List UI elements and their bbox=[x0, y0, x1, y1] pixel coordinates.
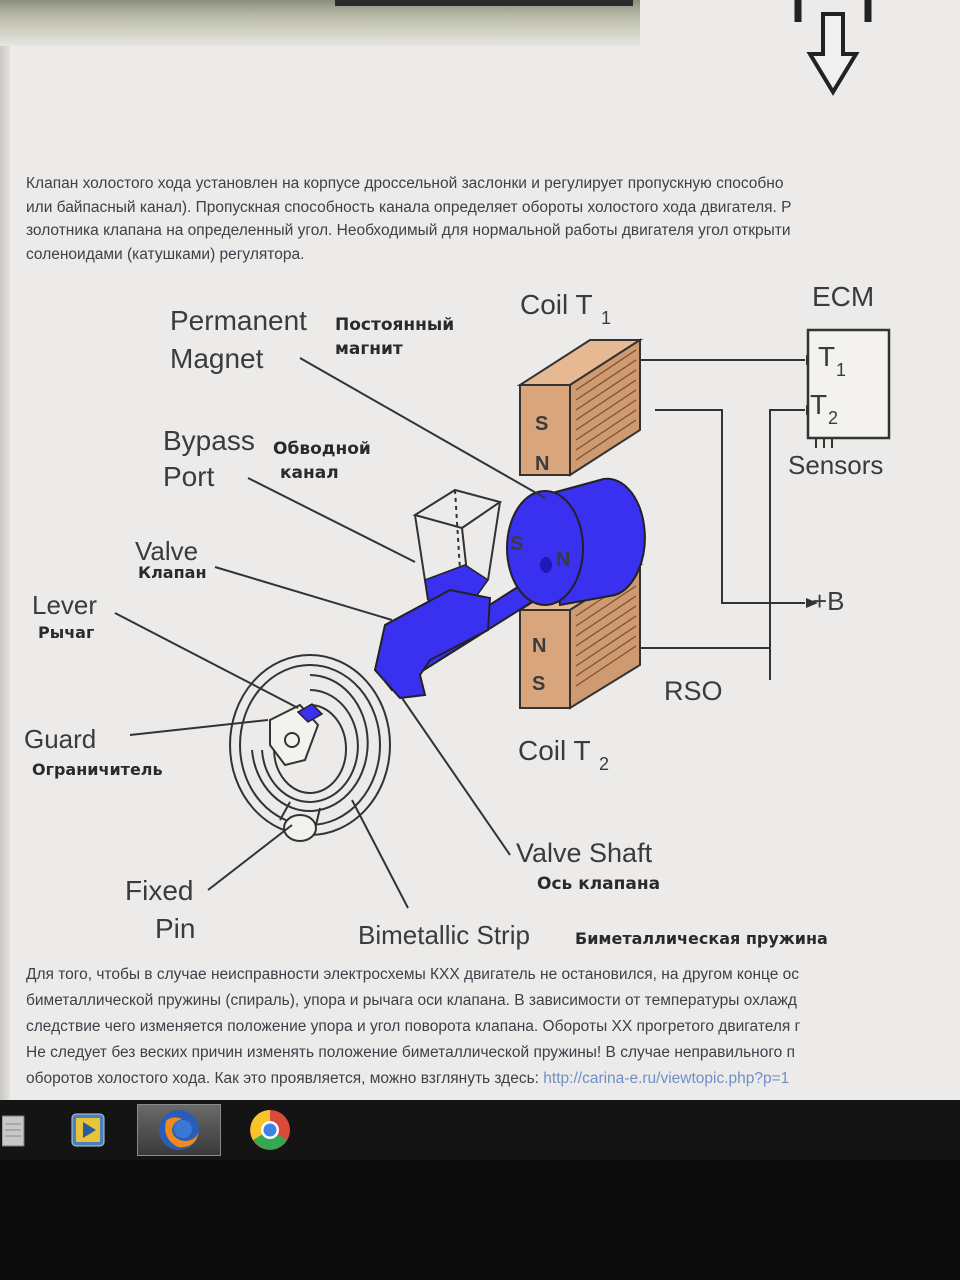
pole-n-rotor: N bbox=[556, 549, 570, 571]
label-plus-b: +B bbox=[812, 586, 845, 616]
down-arrow-icon bbox=[794, 0, 872, 96]
plus-b-arrow bbox=[806, 598, 818, 608]
bottom-line-last: оборотов холостого хода. Как это проявля… bbox=[26, 1066, 960, 1092]
coil-t1 bbox=[516, 338, 644, 477]
taskbar-firefox[interactable] bbox=[137, 1104, 221, 1156]
label-rso: RSO bbox=[664, 676, 723, 706]
bottom-line: биметаллической пружины (спираль), упора… bbox=[26, 992, 797, 1009]
label-ru-magnit: магнит bbox=[335, 339, 403, 359]
intro-line: соленоидами (катушками) регулятора. bbox=[26, 245, 305, 263]
pointer-lines bbox=[114, 357, 546, 909]
idle-valve-diagram: S N S N N S Permanent Magnet Bypass Port… bbox=[24, 281, 891, 950]
label-ecm-t1: T 1 bbox=[818, 341, 846, 380]
browser-page: Клапан холостого хода установлен на корп… bbox=[0, 0, 960, 1100]
bottom-line: Не следует без веских причин изменять по… bbox=[26, 1044, 795, 1061]
svg-text:2: 2 bbox=[599, 754, 609, 774]
pole-n-top: N bbox=[535, 453, 549, 475]
svg-text:T: T bbox=[818, 341, 835, 372]
pole-s-bottom: S bbox=[532, 673, 545, 695]
label-valve-shaft: Valve Shaft bbox=[516, 838, 653, 868]
label-coil-t1: Coil T 1 bbox=[520, 289, 611, 328]
label-coil-t2: Coil T 2 bbox=[518, 735, 609, 774]
label-port: Port bbox=[163, 461, 215, 492]
label-magnet: Magnet bbox=[170, 343, 264, 374]
banner-box bbox=[335, 0, 633, 6]
intro-line: Клапан холостого хода установлен на корп… bbox=[26, 175, 784, 192]
label-sensors: Sensors bbox=[788, 450, 883, 480]
carina-link[interactable]: http://carina-e.ru/viewtopic.php?p=1 bbox=[543, 1070, 790, 1087]
lever-tab bbox=[296, 703, 324, 723]
label-bimetallic: Bimetallic Strip bbox=[358, 920, 530, 950]
intro-line: или байпасный канал). Пропускная способн… bbox=[26, 198, 792, 216]
chrome-icon bbox=[250, 1110, 290, 1150]
guard-hole bbox=[284, 732, 300, 748]
intro-paragraph: Клапан холостого хода установлен на корп… bbox=[26, 172, 960, 266]
svg-text:Coil T: Coil T bbox=[520, 289, 593, 320]
bimetallic-spring bbox=[229, 654, 391, 842]
label-ru-os-klapana: Ось клапана bbox=[537, 874, 660, 894]
label-ru-bimetall: Биметаллическая пружина bbox=[575, 929, 828, 948]
magnet-rotor bbox=[506, 477, 646, 607]
label-ru-ogranichitel: Ограничитель bbox=[32, 760, 163, 779]
pole-n-bottom: N bbox=[532, 635, 546, 657]
svg-text:1: 1 bbox=[601, 308, 611, 328]
wiring bbox=[640, 359, 805, 680]
label-ecm: ECM bbox=[812, 281, 874, 312]
sensor-ticks bbox=[815, 438, 833, 448]
label-ru-kanal: канал bbox=[280, 463, 339, 483]
window-left-edge bbox=[0, 0, 10, 1100]
explorer-icon bbox=[2, 1115, 25, 1147]
bottom-line-text: оборотов холостого хода. Как это проявля… bbox=[26, 1070, 544, 1087]
label-fixed: Fixed bbox=[125, 875, 193, 906]
bottom-line: Для того, чтобы в случае неисправности э… bbox=[26, 966, 800, 983]
bottom-paragraph: Для того, чтобы в случае неисправности э… bbox=[26, 962, 960, 1092]
pole-s-rotor: S bbox=[510, 533, 523, 555]
svg-text:1: 1 bbox=[836, 360, 846, 380]
ecm-box bbox=[806, 328, 891, 440]
label-ecm-t2: T 2 bbox=[810, 389, 838, 428]
label-ru-postoyanny: Постоянный bbox=[335, 315, 454, 335]
top-banner-image bbox=[0, 0, 640, 46]
taskbar-explorer[interactable] bbox=[0, 1104, 30, 1156]
bottom-line: следствие чего изменяется положение упор… bbox=[26, 1018, 801, 1035]
label-ru-klapan: Клапан bbox=[138, 563, 207, 582]
firefox-icon bbox=[159, 1110, 199, 1150]
svg-text:Coil T: Coil T bbox=[518, 735, 591, 766]
label-ru-rychag: Рычаг bbox=[38, 623, 94, 642]
label-pin: Pin bbox=[155, 913, 195, 944]
pole-s-top: S bbox=[535, 413, 548, 435]
label-permanent: Permanent bbox=[170, 305, 307, 336]
valve-body bbox=[373, 588, 492, 700]
label-lever: Lever bbox=[32, 590, 97, 620]
intro-line: золотника клапана на определенный угол. … bbox=[26, 222, 791, 239]
label-valve: Valve bbox=[135, 536, 198, 566]
media-player-icon bbox=[71, 1113, 105, 1147]
taskbar-media-player[interactable] bbox=[58, 1104, 118, 1156]
label-guard: Guard bbox=[24, 724, 96, 754]
label-bypass: Bypass bbox=[163, 425, 255, 456]
taskbar-chrome[interactable] bbox=[240, 1104, 300, 1156]
svg-text:2: 2 bbox=[828, 408, 838, 428]
label-ru-obvodnoy: Обводной bbox=[273, 439, 371, 459]
svg-text:T: T bbox=[810, 389, 827, 420]
